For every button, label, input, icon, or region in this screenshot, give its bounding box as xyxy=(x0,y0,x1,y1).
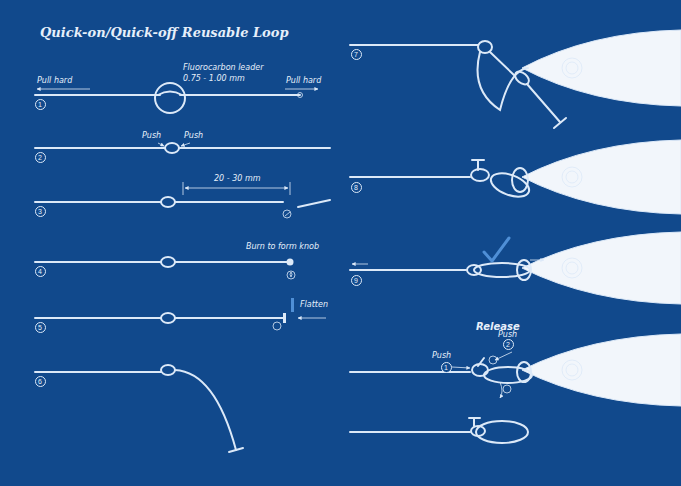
step-number: 4 xyxy=(35,266,46,277)
action-label: Push xyxy=(432,352,451,360)
step-number: 6 xyxy=(35,376,46,387)
step-number-text: 7 xyxy=(354,51,358,58)
action-label: Push xyxy=(142,132,161,140)
step-number: 9 xyxy=(351,275,362,286)
step-number-text: 8 xyxy=(354,184,358,191)
step-number-text: 2 xyxy=(38,154,42,161)
step-number-text: 1 xyxy=(444,364,448,371)
diameter-label: 0.75 - 1.00 mm xyxy=(183,75,245,83)
instruction-label: Burn to form knob xyxy=(246,243,319,251)
step-number: 5 xyxy=(35,322,46,333)
step-number-text: 9 xyxy=(354,277,358,284)
action-label: Pull hard xyxy=(37,77,72,85)
step-number-text: 4 xyxy=(38,268,42,275)
step-number: 1 xyxy=(441,362,452,373)
instruction-label: Flatten xyxy=(300,301,328,309)
action-label: Push xyxy=(498,331,517,339)
step-number-text: 1 xyxy=(38,101,42,108)
action-label: Push xyxy=(184,132,203,140)
action-label: Pull hard xyxy=(286,77,321,85)
step-number-text: 6 xyxy=(38,378,42,385)
step-number: 1 xyxy=(35,99,46,110)
step-number: 7 xyxy=(351,49,362,60)
step-number: 8 xyxy=(351,182,362,193)
step-number: 3 xyxy=(35,206,46,217)
material-label: Fluorocarbon leader xyxy=(183,64,263,72)
step-number-text: 3 xyxy=(38,208,42,215)
dimension-label: 20 - 30 mm xyxy=(214,175,260,183)
title: Quick-on/Quick-off Reusable Loop xyxy=(40,26,289,39)
step-number-text: 2 xyxy=(506,341,510,348)
step-number: 2 xyxy=(35,152,46,163)
step-number-text: 5 xyxy=(38,324,42,331)
step-number: 2 xyxy=(503,339,514,350)
